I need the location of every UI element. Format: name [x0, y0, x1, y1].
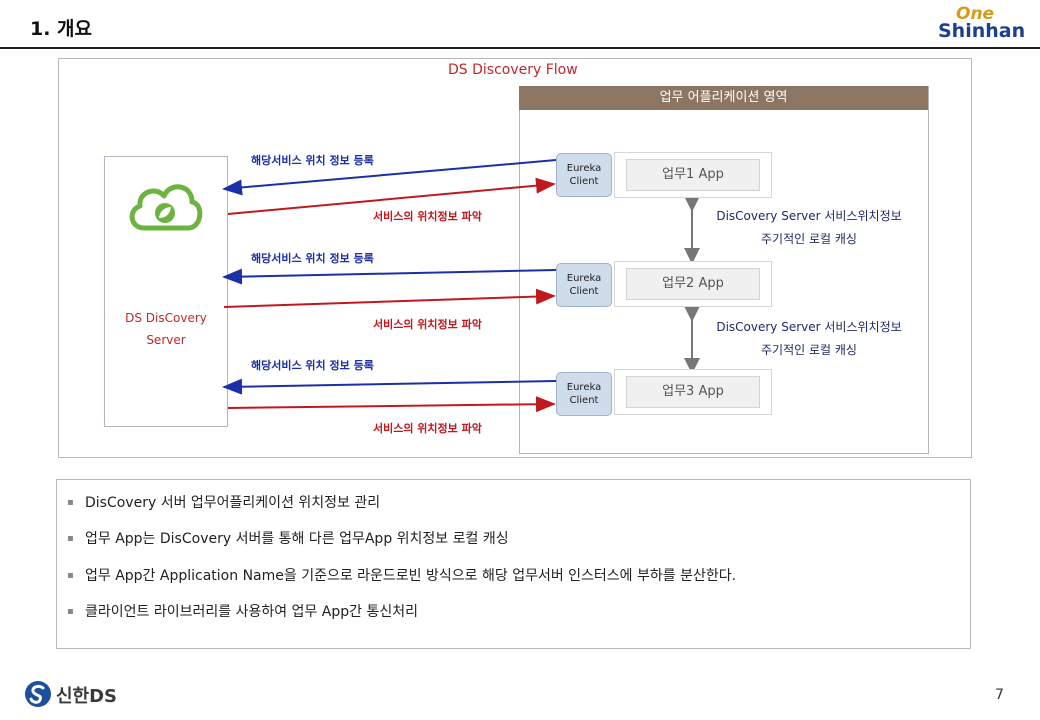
summary-item: ▪ 클라이언트 라이브러리를 사용하여 업무 App간 통신처리: [67, 601, 418, 621]
discovery-server-label: DS DisCovery Server: [104, 307, 228, 351]
page-number: 7: [995, 687, 1004, 703]
lookup-label-3: 서비스의 위치정보 파악: [373, 422, 482, 435]
bullet-dot-icon: ▪: [67, 570, 74, 581]
server-label-line1: DS DisCovery: [125, 311, 207, 325]
register-label-2: 해당서비스 위치 정보 등록: [251, 252, 374, 265]
page-title: 1. 개요: [30, 18, 93, 40]
app-label-1: 업무1 App: [626, 159, 760, 191]
summary-item: ▪ 업무 App는 DisCovery 서버를 통해 다른 업무App 위치정보 …: [67, 528, 509, 548]
app-box-2: 업무2 App: [614, 261, 772, 307]
register-arrow-1: [222, 159, 557, 196]
eureka-label-line1: Eureka: [566, 382, 602, 393]
bullet-dot-icon: ▪: [67, 533, 74, 544]
eureka-client-1: Eureka Client: [556, 153, 612, 197]
summary-item: ▪ DisCovery 서버 업무어플리케이션 위치정보 관리: [67, 492, 380, 512]
summary-box: ▪ DisCovery 서버 업무어플리케이션 위치정보 관리 ▪ 업무 App는 …: [56, 479, 971, 649]
eureka-label-line2: Client: [569, 286, 599, 297]
summary-item-text: 업무 App는 DisCovery 서버를 통해 다른 업무App 위치정보 로…: [85, 531, 509, 547]
register-arrow-3: [222, 378, 557, 395]
cache-note-line2: 주기적인 로컬 캐싱: [761, 232, 857, 246]
lookup-label-1: 서비스의 위치정보 파악: [373, 210, 482, 223]
brand-logo-one: One: [956, 4, 995, 24]
app-region-header: 업무 어플리케이션 영역: [519, 86, 928, 110]
app-label-2: 업무2 App: [626, 268, 760, 300]
lookup-label-2: 서비스의 위치정보 파악: [373, 318, 482, 331]
app-box-3: 업무3 App: [614, 369, 772, 415]
eureka-client-3: Eureka Client: [556, 372, 612, 416]
cache-note-1: DisCovery Server 서비스위치정보 주기적인 로컬 캐싱: [694, 205, 924, 251]
cache-note-line2: 주기적인 로컬 캐싱: [761, 343, 857, 357]
summary-item-text: DisCovery 서버 업무어플리케이션 위치정보 관리: [85, 495, 381, 511]
register-arrow-2: [222, 268, 557, 285]
app-label-3: 업무3 App: [626, 376, 760, 408]
cache-note-line1: DisCovery Server 서비스위치정보: [716, 209, 902, 223]
eureka-label-line2: Client: [569, 395, 599, 406]
summary-item-text: 업무 App간 Application Name을 기준으로 라운드로빈 방식으…: [85, 568, 737, 584]
bullet-dot-icon: ▪: [67, 497, 74, 508]
server-label-line2: Server: [146, 333, 186, 347]
lookup-arrow-2: [223, 288, 556, 308]
title-divider: [0, 47, 1040, 49]
eureka-label-line1: Eureka: [566, 163, 602, 174]
eureka-client-2: Eureka Client: [556, 263, 612, 307]
diagram-title: DS Discovery Flow: [448, 62, 578, 78]
summary-item: ▪ 업무 App간 Application Name을 기준으로 라운드로빈 방식…: [67, 565, 736, 585]
lookup-arrow-1: [227, 177, 556, 215]
brand-logo-shinhan: Shinhan: [938, 20, 1026, 42]
spring-cloud-icon: [129, 184, 203, 231]
discovery-server-box: [104, 156, 228, 427]
shinhan-ds-logo-icon: [25, 681, 51, 707]
diagram-frame: [58, 58, 972, 458]
register-label-1: 해당서비스 위치 정보 등록: [251, 154, 374, 167]
eureka-label-line1: Eureka: [566, 273, 602, 284]
lookup-arrow-3: [227, 396, 556, 413]
eureka-label-line2: Client: [569, 176, 599, 187]
cache-note-2: DisCovery Server 서비스위치정보 주기적인 로컬 캐싱: [694, 316, 924, 362]
register-label-3: 해당서비스 위치 정보 등록: [251, 359, 374, 372]
bullet-dot-icon: ▪: [67, 606, 74, 617]
footer-company: 신한DS: [56, 686, 118, 707]
cache-note-line1: DisCovery Server 서비스위치정보: [716, 320, 902, 334]
summary-item-text: 클라이언트 라이브러리를 사용하여 업무 App간 통신처리: [85, 604, 418, 620]
app-box-1: 업무1 App: [614, 152, 772, 198]
